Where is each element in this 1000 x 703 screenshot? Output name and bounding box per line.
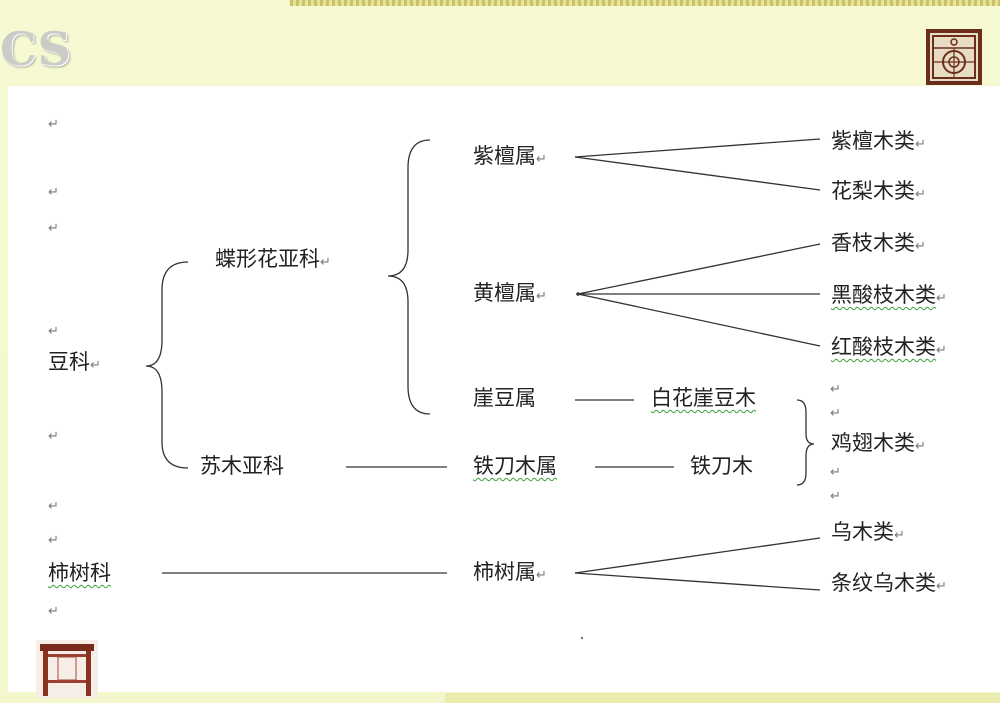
paragraph-mark: ↵	[48, 429, 59, 444]
paragraph-mark: ↵	[48, 221, 59, 236]
class-hongsuanzhimu-label: 红酸枝木类↵	[831, 335, 947, 359]
subfamily-papilionoideae-label: 蝶形花亚科↵	[215, 247, 331, 271]
brace-papilionoideae	[387, 139, 431, 415]
paragraph-mark: ↵	[48, 324, 59, 339]
family-ebenaceae-label: 柿树科	[48, 561, 111, 585]
genus-huangtan-label: 黄檀属↵	[473, 281, 547, 305]
genus-yadou-label: 崖豆属	[473, 386, 536, 410]
family-legume-label: 豆科↵	[48, 350, 101, 374]
slide-logo-text: CS	[0, 22, 72, 76]
class-wumu-label: 乌木类↵	[831, 520, 905, 544]
paragraph-mark: ↵	[830, 406, 841, 421]
class-heisuanzhimu-label: 黑酸枝木类↵	[831, 283, 947, 307]
line-zitan-hualimu	[574, 156, 821, 191]
class-tiaowenwumu-label: 条纹乌木类↵	[831, 571, 947, 595]
class-xiangzhimu-label: 香枝木类↵	[831, 231, 926, 255]
genus-tiedaomu-label: 铁刀木属	[473, 454, 557, 478]
document-page	[8, 86, 1000, 692]
brace-jichimu	[796, 399, 815, 486]
subfamily-caesalpinioideae-label: 苏木亚科	[200, 454, 284, 478]
genus-shishu-label: 柿树属↵	[473, 560, 547, 584]
wooden-stand-picture	[36, 640, 98, 698]
line-shishu-wumu	[574, 537, 821, 574]
class-hualimu-label: 花梨木类↵	[831, 179, 926, 203]
line-zitan-zitanmu	[574, 138, 821, 158]
class-zitanmu-label: 紫檀木类↵	[831, 129, 926, 153]
paragraph-mark: ↵	[830, 465, 841, 480]
species-tiedaomu-label: 铁刀木	[690, 454, 753, 478]
lattice-window-icon	[926, 29, 982, 85]
paragraph-mark: ↵	[48, 117, 59, 132]
brace-legume-family	[145, 261, 189, 469]
genus-zitan-label: 紫檀属↵	[473, 144, 547, 168]
line-huangtan-xiangzhimu	[577, 243, 821, 295]
paragraph-mark: ↵	[48, 185, 59, 200]
class-jichimu-label: 鸡翅木类↵	[831, 431, 926, 455]
paragraph-mark: ↵	[830, 382, 841, 397]
paragraph-mark: ↵	[48, 604, 59, 619]
paragraph-mark: ↵	[48, 499, 59, 514]
paragraph-mark: ↵	[48, 533, 59, 548]
paragraph-mark: ↵	[830, 489, 841, 504]
top-decorative-strip	[290, 0, 1000, 6]
species-baihuayadoumu-label: 白花崖豆木	[651, 386, 756, 410]
bottom-decorative-strip	[445, 693, 1000, 703]
line-shishu-tiaowen	[574, 572, 821, 591]
line-huangtan-hongsuanzhimu	[577, 293, 821, 347]
